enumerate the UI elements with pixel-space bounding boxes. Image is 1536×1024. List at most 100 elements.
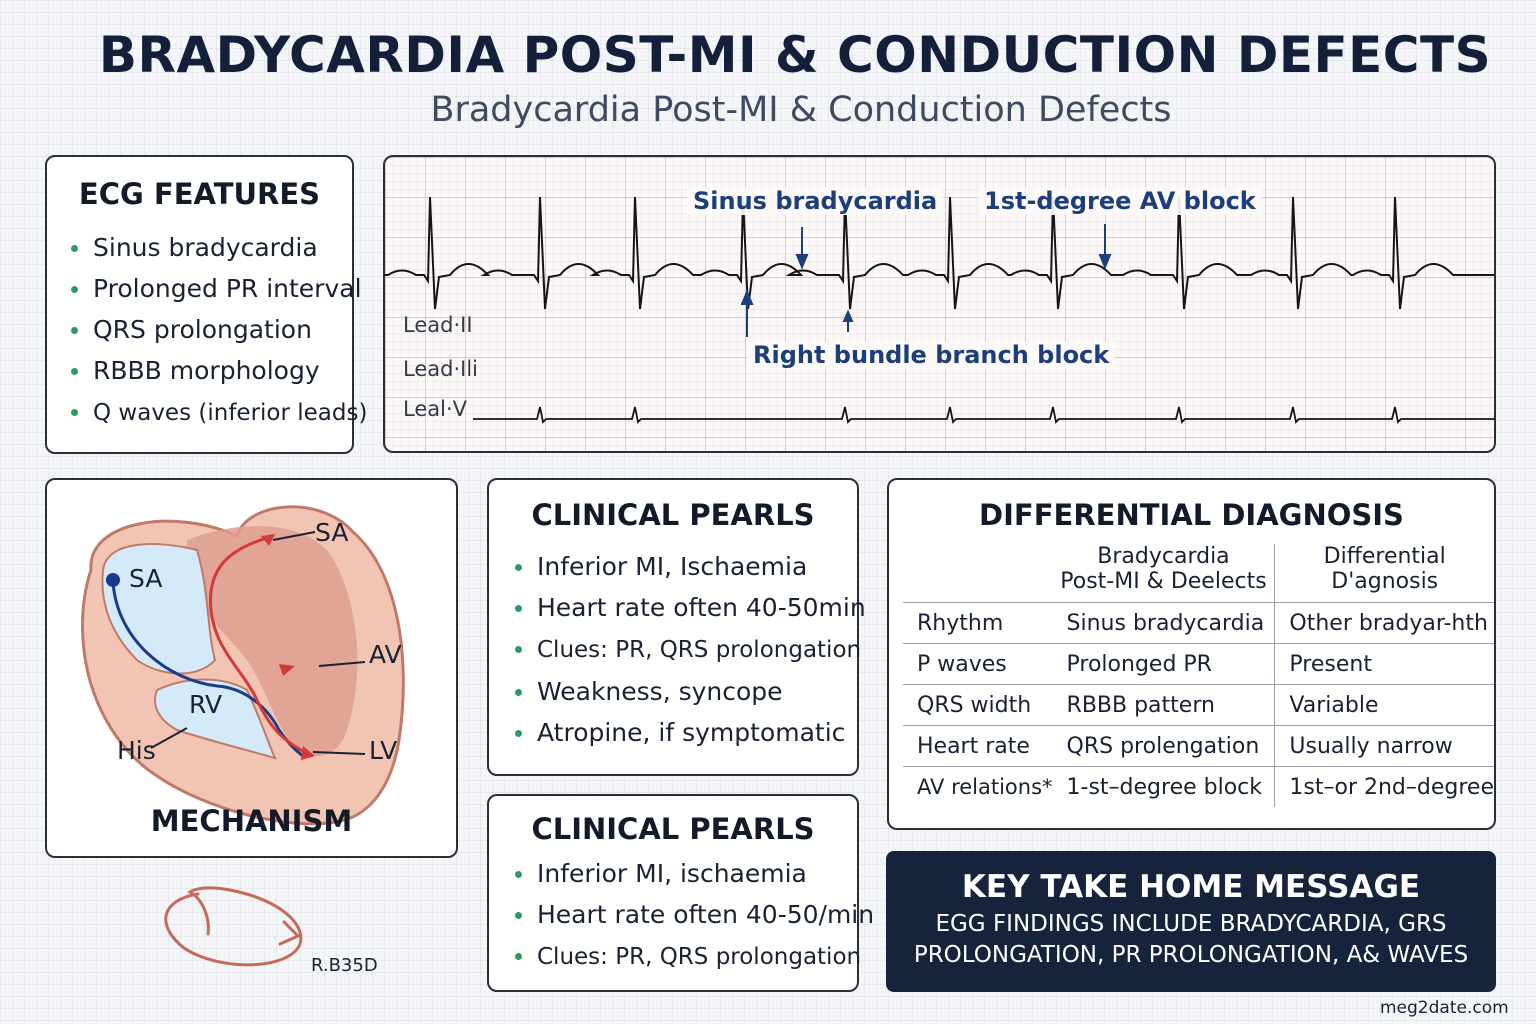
mechanism-heading: MECHANISM	[150, 804, 353, 838]
q-waves-label: Q waves (inferior leads)	[93, 400, 368, 426]
table-cell: Other bradyar-hth	[1274, 602, 1494, 644]
row-label: AV relations*	[903, 766, 1053, 807]
table-cell: Sinus bradycardia	[1052, 602, 1275, 644]
clues-label: Clues: PR, QRS prolongation	[537, 637, 862, 663]
sa-leader-line	[272, 531, 316, 541]
red-arrowhead-icon	[301, 746, 315, 760]
rbbb-annotation: Right bundle branch block	[747, 341, 1116, 369]
column-header-line: Bradycardia	[1097, 544, 1230, 569]
ecg-trace-lead-ii	[385, 196, 1494, 310]
key-message-body: EGG FINDINGS INCLUDE BRADYCARDIA, GRS PR…	[886, 909, 1496, 971]
his-leader-line	[150, 727, 188, 749]
list-item: Weakness, syncope	[513, 671, 866, 712]
his-label: His	[117, 736, 156, 765]
lv-leader-line	[312, 751, 366, 755]
key-message-heading: KEY TAKE HOME MESSAGE	[961, 869, 1421, 905]
sa-node-icon	[106, 573, 120, 587]
list-item: RBBB morphology	[69, 350, 367, 391]
table-cell: Variable	[1274, 684, 1494, 726]
list-item: Inferior MI, ischaemia	[513, 853, 874, 894]
lv-label: LV	[369, 736, 398, 765]
table-row: AV relations* 1-st–degree block 1st–or 2…	[903, 766, 1494, 807]
row-label: Rhythm	[903, 602, 1053, 644]
table-cell: 1st–or 2nd–degree	[1274, 766, 1494, 807]
table-row: QRS width RBBB pattern Variable	[903, 684, 1494, 726]
key-message-line: EGG FINDINGS INCLUDE BRADYCARDIA, GRS	[935, 911, 1447, 937]
table-cell: 1-st–degree block	[1052, 766, 1275, 807]
sketch-loop-graphic	[164, 886, 303, 967]
table-cell: Usually narrow	[1274, 725, 1494, 767]
list-item: Heart rate often 40-50min	[513, 587, 866, 628]
clinical-pearls-panel-secondary: CLINICAL PEARLS Inferior MI, ischaemia H…	[487, 794, 874, 992]
differential-table: Bradycardia Post-MI & Deelects Different…	[903, 544, 1494, 807]
left-ventricle-chamber	[187, 526, 358, 756]
clinical-pearls-heading: CLINICAL PEARLS	[531, 812, 815, 846]
red-arrowhead-icon	[279, 664, 295, 676]
rbbb-arrowhead-left-icon	[740, 289, 754, 305]
sketch-loop-icon	[164, 886, 303, 967]
ecg-trace-lead-v	[473, 406, 1494, 424]
ecg-strip-graphic	[385, 196, 1494, 424]
row-label: QRS width	[903, 684, 1053, 726]
list-item: QRS prolongation	[69, 309, 367, 350]
ecg-features-list: Sinus bradycardia Prolonged PR interval …	[69, 227, 367, 434]
list-item: Inferior MI, Ischaemia	[513, 546, 866, 587]
column-header: Bradycardia Post-MI & Deelects	[1053, 544, 1275, 603]
conduction-pathway-red	[209, 536, 310, 756]
right-atrium-chamber	[101, 543, 217, 675]
table-corner-cell	[903, 544, 1053, 603]
sa-node-label: SA	[129, 564, 163, 593]
list-item: Clues: PR, QRS prolongation	[513, 935, 874, 978]
differential-diagnosis-heading: DIFFERENTIAL DIAGNOSIS	[979, 498, 1404, 532]
table-header-row: Bradycardia Post-MI & Deelects Different…	[903, 544, 1494, 603]
sketch-arrowhead-icon	[278, 920, 301, 946]
av-block-annotation: 1st-degree AV block	[978, 187, 1262, 215]
key-message-panel: KEY TAKE HOME MESSAGE EGG FINDINGS INCLU…	[886, 851, 1496, 992]
sinus-bradycardia-annotation: Sinus bradycardia	[687, 187, 944, 215]
ecg-features-panel: ECG FEATURES Sinus bradycardia Prolonged…	[45, 155, 367, 454]
key-message-line: PROLONGATION, PR PROLONGATION, A& WAVES	[913, 942, 1469, 968]
clinical-pearls-list: Inferior MI, ischaemia Heart rate often …	[513, 853, 874, 978]
table-row: Heart rate QRS prolengation Usually narr…	[903, 725, 1494, 767]
table-cell: Present	[1274, 643, 1494, 685]
lead-label: Lead·Ili	[403, 357, 478, 381]
column-header-line: Post-MI & Deelects	[1060, 569, 1267, 594]
column-header-line: D'agnosis	[1331, 569, 1439, 594]
clinical-pearls-list: Inferior MI, Ischaemia Heart rate often …	[513, 546, 866, 753]
red-arrowhead-icon	[261, 534, 275, 546]
differential-diagnosis-panel: DIFFERENTIAL DIAGNOSIS Bradycardia Post-…	[887, 478, 1496, 830]
lead-label: Leal·V	[403, 397, 467, 421]
av-label: AV	[369, 640, 402, 669]
annotation-arrows	[740, 224, 1112, 337]
table-cell: QRS prolengation	[1052, 725, 1275, 767]
table-cell: Prolonged PR	[1052, 643, 1275, 685]
ecg-features-heading: ECG FEATURES	[78, 177, 321, 211]
av-block-arrowhead-icon	[1098, 254, 1112, 270]
heart-diagram	[81, 505, 405, 826]
sa-label: SA	[315, 518, 349, 547]
page-title: BRADYCARDIA POST-MI & CONDUCTION DEFECTS	[98, 26, 1492, 84]
list-item: Clues: PR, QRS prolongation	[513, 628, 866, 671]
row-label: Heart rate	[903, 725, 1053, 767]
list-item: Atropine, if symptomatic	[513, 712, 866, 753]
page-subtitle: Bradycardia Post-MI & Conduction Defects	[430, 90, 1172, 130]
list-item: Prolonged PR interval	[69, 268, 367, 309]
clues-label: Clues: PR, QRS prolongation	[537, 944, 862, 970]
list-item: Q waves (inferior leads)	[69, 391, 367, 434]
sinus-arrowhead-icon	[795, 254, 809, 270]
rbbb-arrowhead-right-icon	[842, 309, 854, 322]
av-leader-line	[318, 661, 366, 667]
clinical-pearls-heading: CLINICAL PEARLS	[531, 498, 815, 532]
list-item: Sinus bradycardia	[69, 227, 367, 268]
list-item: Heart rate often 40-50/min	[513, 894, 874, 935]
column-header-line: Differential	[1323, 544, 1446, 569]
clinical-pearls-panel: CLINICAL PEARLS Inferior MI, Ischaemia H…	[487, 478, 866, 776]
table-row: Rhythm Sinus bradycardia Other bradyar-h…	[903, 602, 1494, 644]
sketch-label: R.B35D	[311, 955, 378, 976]
watermark: meg2date.com	[1380, 998, 1509, 1018]
table-cell: RBBB pattern	[1052, 684, 1275, 726]
mechanism-panel: SA SA AV RV LV His MECHANISM	[45, 478, 458, 858]
rv-label: RV	[189, 690, 223, 719]
lead-label: Lead·II	[403, 313, 473, 337]
row-label: P waves	[903, 643, 1053, 685]
